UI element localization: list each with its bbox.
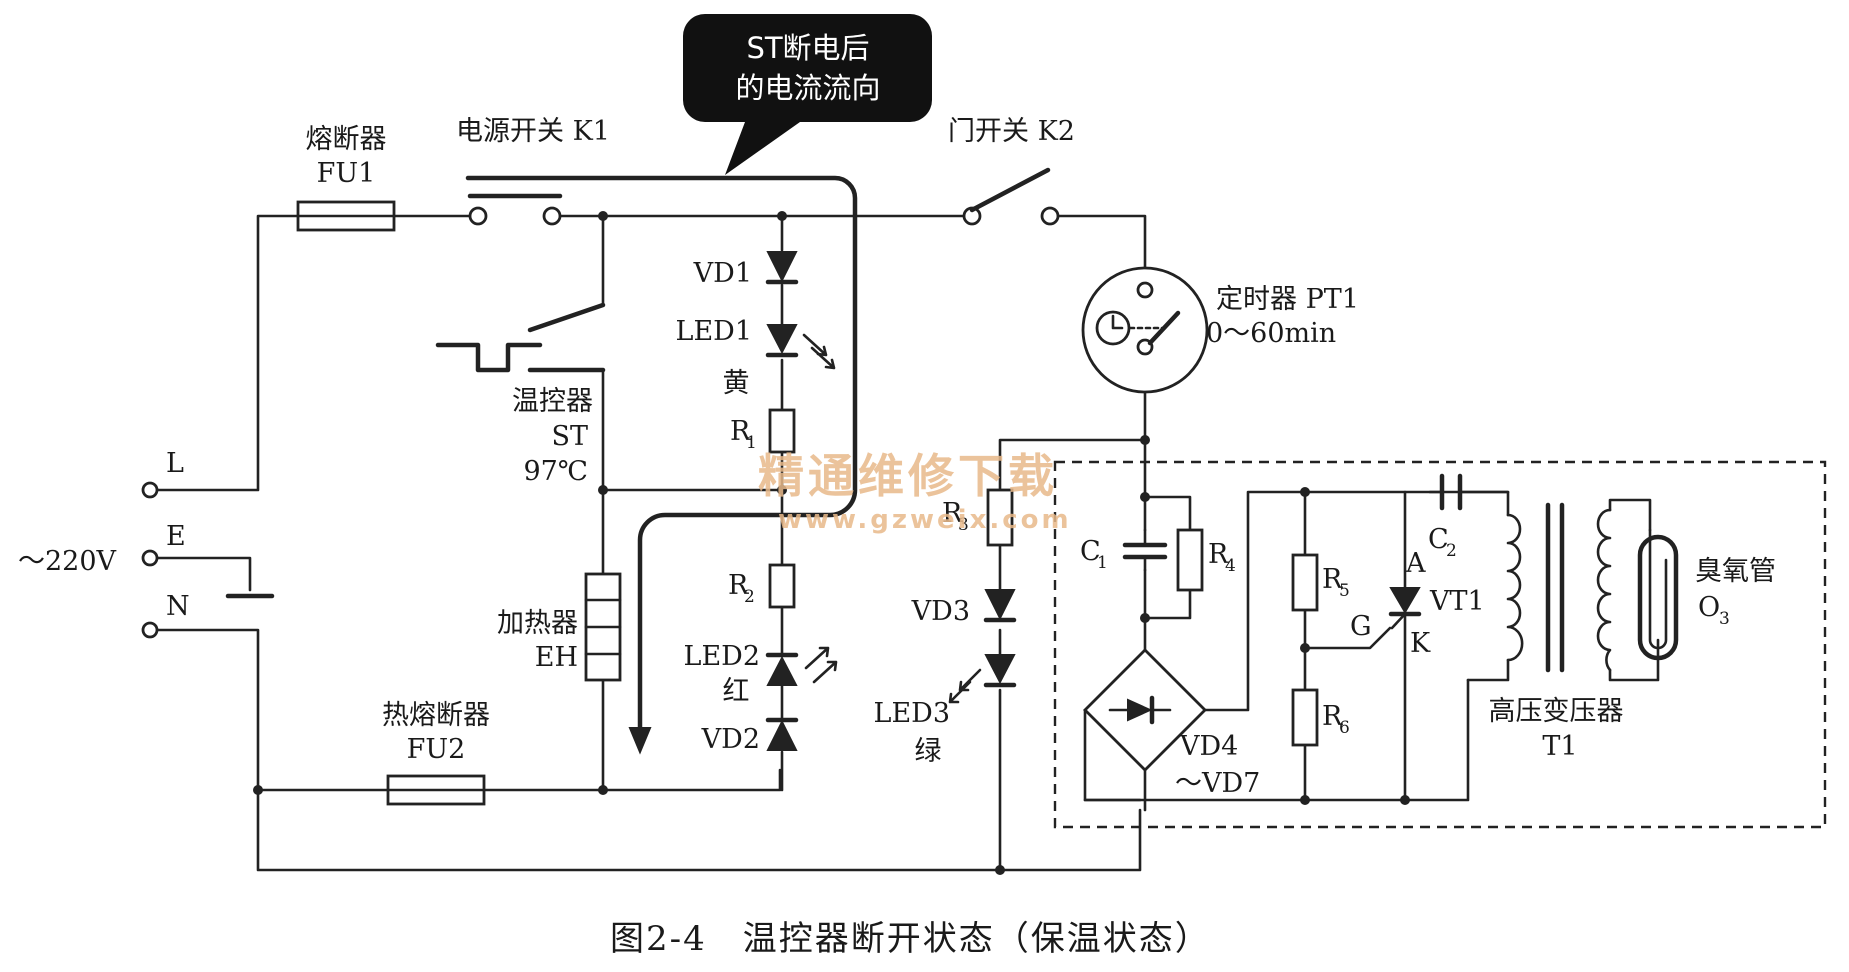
r1-sub: 1 [746, 433, 757, 453]
watermark: 精通维修下载 www.gzweix.com [758, 449, 1072, 535]
timer-name: 定时器 PT1 [1216, 284, 1359, 315]
r4-sub: 4 [1225, 556, 1236, 576]
resistor-r1 [768, 408, 796, 454]
ozone-name: 臭氧管 [1695, 556, 1776, 587]
terminal-n-label: N [166, 591, 190, 622]
capacitor-c1 [1122, 528, 1168, 572]
current-flow-path [465, 175, 858, 748]
r5-sub: 5 [1339, 581, 1350, 601]
heater-name: 加热器 [497, 608, 578, 639]
thermostat-id: ST [551, 421, 588, 452]
terminal-l-label: L [166, 448, 184, 479]
c1-label: C [1080, 536, 1101, 567]
r1-label: R [730, 416, 751, 447]
vd7-label: ～VD7 [1175, 768, 1260, 799]
scr-a-label: A [1405, 548, 1426, 579]
door-switch-k2 [962, 167, 1060, 226]
led2-label: LED2 [684, 641, 760, 672]
r3-label: R [942, 498, 963, 529]
door-switch-label: 门开关 K2 [948, 116, 1075, 147]
resistor-r6 [1291, 688, 1319, 747]
transformer-t1 [1506, 498, 1660, 682]
watermark-brand: 精通维修下载 [758, 449, 1058, 503]
timer-pt1 [1081, 266, 1209, 394]
scr-k-label: K [1410, 628, 1431, 659]
scr-id-label: VT1 [1429, 586, 1485, 617]
callout-line1: ST断电后 [746, 31, 869, 65]
heater-id: EH [535, 642, 578, 673]
scr-g-label: G [1350, 611, 1372, 642]
r2-sub: 2 [744, 587, 755, 607]
heater-eh [584, 572, 622, 682]
ozone-sub: 3 [1719, 609, 1730, 629]
r5-label: R [1322, 564, 1343, 595]
led3-label: LED3 [874, 698, 950, 729]
terminal-l [141, 481, 159, 499]
r2-label: R [728, 570, 749, 601]
vd3-label: VD3 [911, 596, 970, 627]
vd2-label: VD2 [701, 724, 760, 755]
fuse2-id: FU2 [407, 734, 466, 765]
c2-sub: 2 [1446, 541, 1457, 561]
fuse1-name: 熔断器 [306, 124, 387, 155]
junctions [253, 211, 1410, 875]
r3-sub: 3 [958, 515, 969, 535]
fuse1-id: FU1 [317, 158, 376, 189]
led3 [948, 654, 1017, 704]
c1-sub: 1 [1097, 553, 1108, 573]
transformer-name: 高压变压器 [1489, 696, 1624, 727]
bridge-rectifier-vd4-vd7 [1083, 648, 1207, 772]
capacitor-c2 [1439, 473, 1463, 511]
resistor-r5 [1291, 553, 1319, 612]
vd1-label: VD1 [693, 258, 752, 289]
diode-vd2 [765, 717, 799, 751]
power-switch-k1 [467, 193, 563, 226]
terminal-n [141, 621, 159, 639]
led2 [765, 646, 838, 686]
led1 [765, 324, 836, 370]
r4-label: R [1208, 539, 1229, 570]
resistor-r3 [986, 488, 1014, 547]
flow-arrow-icon [628, 727, 652, 755]
thyristor-vt1 [1388, 587, 1422, 630]
fuse2-name: 热熔断器 [382, 700, 490, 731]
r6-sub: 6 [1339, 718, 1350, 738]
led3-color: 绿 [915, 736, 942, 767]
resistor-r2 [768, 563, 796, 609]
led2-color: 红 [723, 676, 750, 707]
ozone-tube-o3 [1637, 528, 1679, 661]
thermostat-name: 温控器 [512, 386, 593, 417]
power-switch-label: 电源开关 K1 [456, 116, 610, 147]
r6-label: R [1322, 701, 1343, 732]
callout-bubble: ST断电后 的电流流向 [683, 14, 932, 175]
control-board-outline [1053, 460, 1827, 829]
ozone-id: O [1698, 592, 1720, 623]
vd4-label: VD4 [1179, 731, 1238, 762]
diode-vd3 [983, 589, 1017, 623]
figure-caption: 图2-4 温控器断开状态（保温状态） [610, 919, 1211, 959]
timer-range: 0～60min [1206, 318, 1336, 349]
led1-label: LED1 [676, 316, 752, 347]
watermark-url: www.gzweix.com [778, 505, 1072, 535]
c2-label: C [1428, 524, 1449, 555]
thermostat-temp: 97℃ [523, 456, 588, 487]
led1-color: 黄 [723, 368, 750, 399]
labels: 熔断器 FU1 电源开关 K1 门开关 K2 定时器 PT1 0～60min 温… [18, 116, 1776, 799]
terminals [141, 481, 159, 639]
terminal-e [141, 549, 159, 567]
transformer-id: T1 [1542, 731, 1577, 762]
terminal-e-label: E [166, 521, 186, 552]
callout-line2: 的电流流向 [735, 71, 880, 105]
resistor-r4 [1176, 528, 1204, 592]
diode-vd1 [765, 251, 799, 285]
mains-voltage: ～220V [18, 546, 117, 577]
